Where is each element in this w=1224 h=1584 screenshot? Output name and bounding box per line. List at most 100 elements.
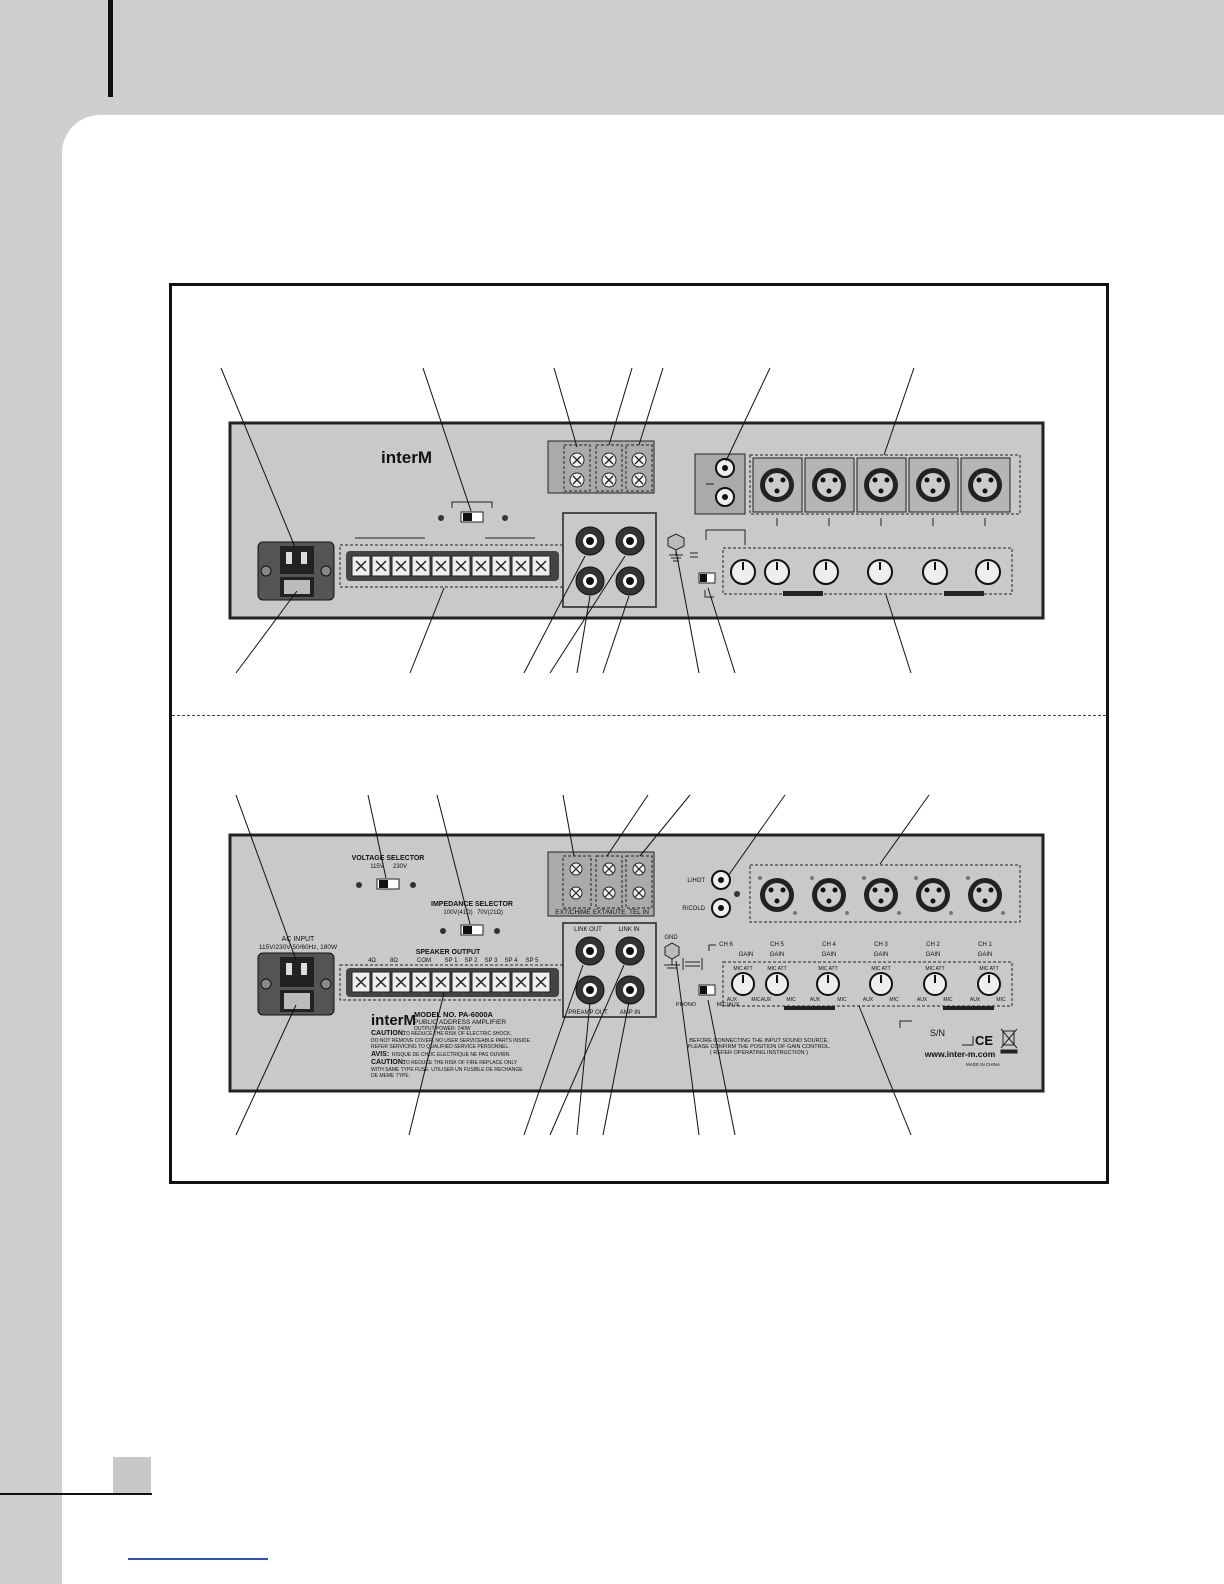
phono-mic-switch[interactable]: CH 6 GAIN PHONO MIC/AUX <box>676 942 753 1008</box>
impedance-selector-title: IMPEDANCE SELECTOR <box>431 901 513 908</box>
amp-in-label: AMP IN <box>620 1010 641 1016</box>
aux-label: AUX <box>727 997 738 1003</box>
ch5-gain-label: GAIN <box>770 952 785 958</box>
notice-line-3: ( REFER OPERATING INSTRUCTION ) <box>710 1050 808 1056</box>
mic-aux-label: MIC/AUX <box>717 1002 740 1008</box>
ch4-label: CH 4 <box>822 942 836 948</box>
weee-bin-icon <box>1000 1028 1018 1054</box>
terminal-label-sp5: SP 5 <box>526 958 540 964</box>
aux-label: AUX <box>761 997 772 1003</box>
phone-jacks[interactable]: LINK OUT LINK IN PREAMP OUT AMP IN <box>562 922 657 1018</box>
voltage-selector[interactable]: VOLTAGE SELECTOR 115V 230V <box>352 855 425 890</box>
terminal-label-8ohm: 8Ω <box>390 958 398 964</box>
model-number: MODEL NO. PA-6000A <box>414 1010 493 1019</box>
impedance-opt-b: 70V(21Ω) <box>477 910 503 916</box>
ch4-gain-label: GAIN <box>822 952 837 958</box>
phone-jacks[interactable] <box>562 512 657 608</box>
caution-2-line2: WITH SAME TYPE FUSE. UTILISER UN FUSIBLE… <box>371 1067 523 1073</box>
avis-head: AVIS: <box>371 1051 389 1058</box>
mic-label: MIC <box>786 997 796 1003</box>
ac-inlet[interactable] <box>257 541 335 601</box>
speaker-output-title: SPEAKER OUTPUT <box>416 949 481 956</box>
ce-mark: CE <box>975 1033 993 1048</box>
gain-knobs[interactable]: MIC ATT MIC ATT MIC ATT MIC ATT MIC ATT … <box>722 961 1013 1010</box>
ac-inlet[interactable]: AC INPUT 115V/230V 50/60Hz, 180W <box>257 936 338 1016</box>
ch2-label: CH 2 <box>926 942 940 948</box>
caution-2-text: TO REDUCE THE RISK OF FIRE REPLACE ONLY <box>403 1060 518 1066</box>
mic-label: MIC <box>751 997 761 1003</box>
mic-label: MIC <box>943 997 953 1003</box>
model-info: interM MODEL NO. PA-6000A PUBLIC ADDRESS… <box>371 1010 531 1079</box>
rca-inputs[interactable] <box>694 453 746 515</box>
voltage-switch[interactable] <box>438 501 508 523</box>
aux-label: AUX <box>810 997 821 1003</box>
mic-att-label: MIC ATT <box>818 966 837 972</box>
gain-knobs[interactable] <box>722 547 1013 596</box>
mic-label: MIC <box>837 997 847 1003</box>
xlr-inputs[interactable]: CH 5 CH 4 CH 3 CH 2 CH 1 GAIN GAIN GAIN … <box>749 864 1021 958</box>
model-description: PUBLIC ADDRESS AMPLIFIER <box>414 1019 506 1026</box>
page-number-box <box>113 1457 151 1493</box>
ch1-gain-label: GAIN <box>978 952 993 958</box>
control-terminals[interactable] <box>547 440 655 494</box>
ch6-label: CH 6 <box>719 942 733 948</box>
terminal-label-sp1: SP 1 <box>445 958 459 964</box>
callout-lines-bottom <box>235 794 930 1136</box>
mic-label: MIC <box>889 997 899 1003</box>
mic-att-label: MIC ATT <box>925 966 944 972</box>
terminal-label-sp4: SP 4 <box>505 958 519 964</box>
impedance-selector[interactable]: IMPEDANCE SELECTOR 100V(41Ω) 70V(21Ω) <box>431 901 513 936</box>
mic-att-label: MIC ATT <box>733 966 752 972</box>
speaker-terminal-strip[interactable] <box>339 537 564 588</box>
gain-notice: BEFORE CONNECTING THE INPUT SOUND SOURCE… <box>688 1038 831 1056</box>
brand-logo: interM <box>381 448 432 467</box>
brand-logo: interM <box>371 1012 416 1029</box>
link-in-label: LINK IN <box>618 927 639 933</box>
impedance-opt-a: 100V(41Ω) <box>443 910 472 916</box>
ch6-gain-label: GAIN <box>739 952 754 958</box>
ground-terminal[interactable]: GND <box>664 935 703 970</box>
mic-label: MIC <box>996 997 1006 1003</box>
rear-panel-top: interM <box>220 367 1045 674</box>
footer-link-underline <box>128 1558 268 1560</box>
terminal-label-com: COM <box>417 958 431 964</box>
voltage-selector-title: VOLTAGE SELECTOR <box>352 855 425 862</box>
panel-divider <box>172 715 1106 716</box>
ch2-gain-label: GAIN <box>926 952 941 958</box>
terminal-label-sp3: SP 3 <box>485 958 499 964</box>
speaker-output[interactable]: SPEAKER OUTPUT 4Ω 8Ω COM SP 1 SP 2 SP 3 … <box>339 949 564 1001</box>
ac-input-title: AC INPUT <box>282 936 315 943</box>
aux-label: AUX <box>970 997 981 1003</box>
caution-1-line3: REFER SERVICING TO QUALIFIED SERVICE PER… <box>371 1044 510 1050</box>
terminal-label-4ohm: 4Ω <box>368 958 376 964</box>
caution-2-head: CAUTION: <box>371 1059 405 1066</box>
ext-mute-label: EXT/MUTE <box>593 909 627 916</box>
l-hot-label: L/HOT <box>687 878 705 884</box>
mic-att-label: MIC ATT <box>767 966 786 972</box>
phono-label: PHONO <box>676 1002 697 1008</box>
caution-2-line3: DE MEME TYPE. <box>371 1073 410 1079</box>
rear-panel-bottom: VOLTAGE SELECTOR 115V 230V IMPEDANCE SEL… <box>228 794 1045 1136</box>
gnd-label: GND <box>664 935 678 941</box>
rca-inputs[interactable]: L/HOT R/COLD <box>682 870 740 918</box>
mic-att-label: MIC ATT <box>979 966 998 972</box>
preamp-out-label: PREAMP OUT <box>568 1010 608 1016</box>
control-terminals[interactable]: EXT/CHIME EXT/MUTE TEL IN <box>547 851 655 917</box>
certification-block: S/N CE www.inter-m.com MADE IN CHINA <box>899 1020 1018 1067</box>
aux-label: AUX <box>917 997 928 1003</box>
terminal-label-sp2: SP 2 <box>465 958 479 964</box>
notice-line-1: BEFORE CONNECTING THE INPUT SOUND SOURCE… <box>689 1038 829 1044</box>
made-in: MADE IN CHINA <box>966 1062 1000 1067</box>
output-power: OUTPUT POWER: 240W <box>414 1026 471 1032</box>
website: www.inter-m.com <box>924 1049 996 1059</box>
ac-input-spec: 115V/230V 50/60Hz, 180W <box>259 944 338 951</box>
ext-chime-label: EXT/CHIME <box>555 909 591 916</box>
link-out-label: LINK OUT <box>574 927 602 933</box>
ch1-label: CH 1 <box>978 942 992 948</box>
footer-rule <box>0 1493 152 1495</box>
xlr-inputs[interactable] <box>749 454 1021 526</box>
ch3-gain-label: GAIN <box>874 952 889 958</box>
caution-1-head: CAUTION: <box>371 1030 405 1037</box>
serial-label: S/N <box>930 1028 945 1038</box>
